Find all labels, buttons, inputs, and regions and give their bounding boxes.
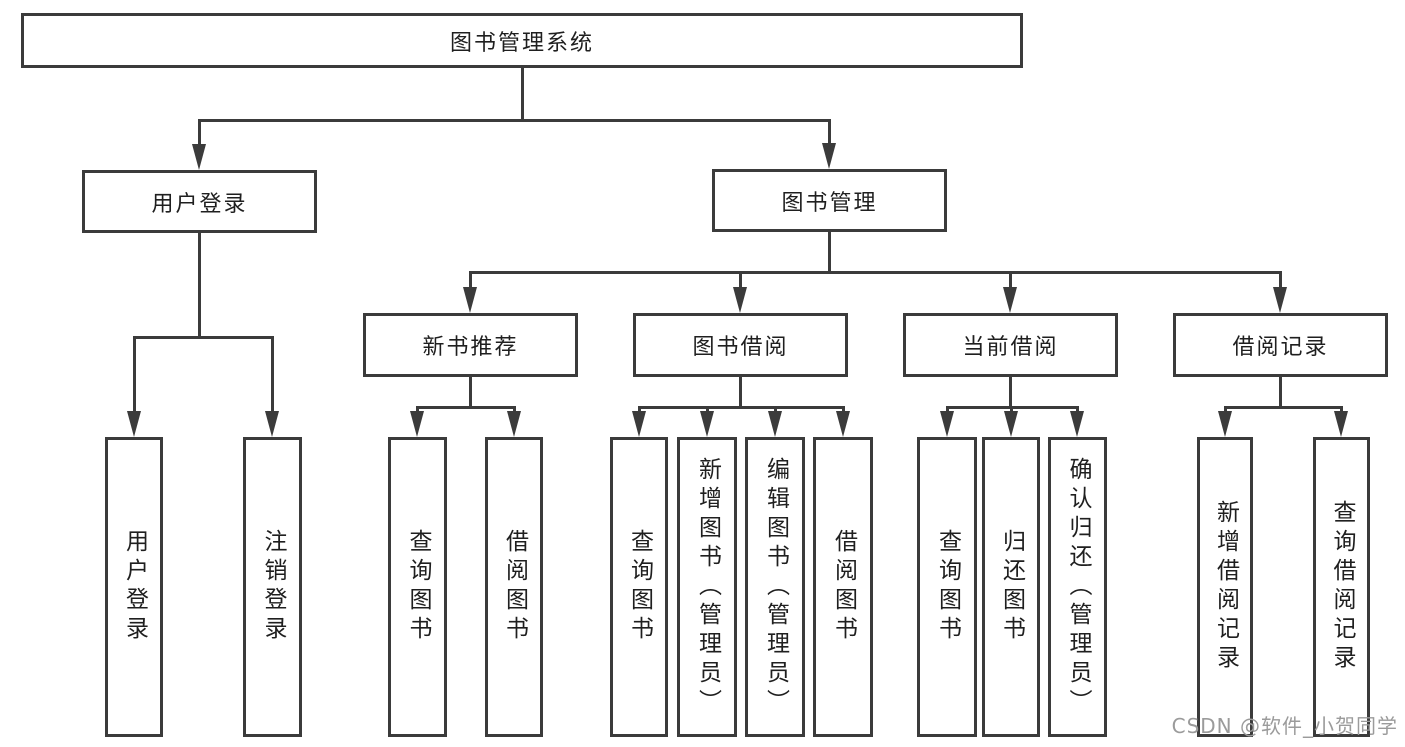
connector-root-hline — [198, 119, 831, 122]
connector-to-borrow-records — [1279, 271, 1282, 287]
node-borrow-records: 借阅记录 — [1173, 313, 1388, 377]
leaf-borrow-book-label: 借阅图书 — [830, 529, 857, 645]
leaf-query-book-current-label: 查询图书 — [934, 529, 961, 645]
arrow-down-icon — [1003, 287, 1017, 313]
connector-user-login-hline — [133, 336, 274, 339]
connector-leaf-stem — [774, 406, 777, 413]
arrow-down-icon — [463, 287, 477, 313]
connector-user-login-stub — [198, 233, 201, 336]
leaf-return-book: 归还图书 — [982, 437, 1040, 737]
connector-to-leaf-logout — [271, 336, 274, 411]
arrow-down-icon — [1004, 411, 1018, 437]
connector-to-book-management — [828, 119, 831, 145]
node-user-login: 用户登录 — [82, 170, 317, 233]
connector-leaf-stem — [946, 406, 949, 413]
arrow-down-icon — [507, 411, 521, 437]
leaf-query-book-borrowing: 查询图书 — [610, 437, 668, 737]
connector-new-book-recommend-stub — [469, 377, 472, 408]
connector-new-book-recommend-hline — [416, 406, 516, 409]
leaf-logout-label: 注销登录 — [260, 529, 286, 645]
arrow-down-icon — [733, 287, 747, 313]
leaf-query-book-recommend: 查询图书 — [388, 437, 447, 737]
arrow-down-icon — [700, 411, 714, 437]
leaf-logout: 注销登录 — [243, 437, 302, 737]
leaf-edit-book-admin: 编辑图书（管理员） — [745, 437, 805, 737]
arrow-down-icon — [410, 411, 424, 437]
connector-leaf-stem — [706, 406, 709, 413]
connector-to-current-borrowing — [1009, 271, 1012, 287]
node-new-book-recommend: 新书推荐 — [363, 313, 578, 377]
csdn-watermark: CSDN @软件_小贺同学 — [1171, 714, 1398, 738]
node-new-book-recommend-label: 新书推荐 — [422, 335, 519, 360]
leaf-add-borrow-record: 新增借阅记录 — [1197, 437, 1253, 737]
arrow-down-icon — [1273, 287, 1287, 313]
arrow-down-icon — [836, 411, 850, 437]
leaf-query-borrow-record-label: 查询借阅记录 — [1329, 500, 1355, 674]
leaf-query-borrow-record: 查询借阅记录 — [1313, 437, 1370, 737]
arrow-down-icon — [192, 144, 206, 170]
connector-leaf-stem — [638, 406, 641, 413]
leaf-return-book-label: 归还图书 — [998, 529, 1025, 645]
leaf-borrow-book-recommend-label: 借阅图书 — [501, 529, 528, 645]
leaf-user-login: 用户登录 — [105, 437, 163, 737]
arrow-down-icon — [822, 143, 836, 169]
leaf-edit-book-admin-label: 编辑图书（管理员） — [762, 456, 789, 718]
connector-leaf-stem — [1224, 406, 1227, 413]
leaf-query-book-borrowing-label: 查询图书 — [626, 529, 653, 645]
connector-leaf-stem — [1340, 406, 1343, 413]
arrow-down-icon — [632, 411, 646, 437]
arrow-down-icon — [1334, 411, 1348, 437]
leaf-confirm-return-admin: 确认归还（管理员） — [1048, 437, 1107, 737]
connector-book-management-stub — [828, 232, 831, 273]
connector-book-management-hline — [469, 271, 1282, 274]
leaf-confirm-return-admin-label: 确认归还（管理员） — [1065, 456, 1091, 718]
leaf-add-borrow-record-label: 新增借阅记录 — [1212, 500, 1239, 674]
node-borrow-records-label: 借阅记录 — [1232, 335, 1329, 360]
arrow-down-icon — [1070, 411, 1084, 437]
leaf-add-book-admin: 新增图书（管理员） — [677, 437, 737, 737]
connector-leaf-stem — [1010, 406, 1013, 413]
leaf-query-book-recommend-label: 查询图书 — [405, 529, 431, 645]
connector-current-borrowing-stub — [1009, 377, 1012, 408]
node-root: 图书管理系统 — [21, 13, 1023, 68]
arrow-down-icon — [127, 411, 141, 437]
connector-book-borrowing-hline — [638, 406, 845, 409]
arrow-down-icon — [1218, 411, 1232, 437]
arrow-down-icon — [265, 411, 279, 437]
connector-leaf-stem — [1076, 406, 1079, 413]
node-current-borrowing-label: 当前借阅 — [962, 335, 1059, 360]
leaf-borrow-book: 借阅图书 — [813, 437, 873, 737]
connector-leaf-stem — [513, 406, 516, 413]
leaf-query-book-current: 查询图书 — [917, 437, 977, 737]
node-current-borrowing: 当前借阅 — [903, 313, 1118, 377]
node-book-borrowing-label: 图书借阅 — [692, 335, 789, 360]
connector-leaf-stem — [416, 406, 419, 413]
connector-to-leaf-user-login — [133, 336, 136, 411]
connector-book-borrowing-stub — [739, 377, 742, 408]
node-book-management: 图书管理 — [712, 169, 947, 232]
leaf-add-book-admin-label: 新增图书（管理员） — [694, 456, 721, 718]
leaf-user-login-label: 用户登录 — [121, 529, 148, 645]
connector-borrow-records-hline — [1224, 406, 1343, 409]
node-book-management-label: 图书管理 — [781, 190, 878, 216]
connector-to-new-book-recommend — [469, 271, 472, 287]
connector-borrow-records-stub — [1279, 377, 1282, 408]
connector-root-stub — [521, 68, 524, 119]
arrow-down-icon — [768, 411, 782, 437]
node-user-login-label: 用户登录 — [151, 191, 248, 217]
connector-to-book-borrowing — [739, 271, 742, 287]
node-book-borrowing: 图书借阅 — [633, 313, 848, 377]
arrow-down-icon — [940, 411, 954, 437]
leaf-borrow-book-recommend: 借阅图书 — [485, 437, 543, 737]
connector-to-user-login — [198, 119, 201, 146]
node-root-label: 图书管理系统 — [449, 30, 594, 56]
connector-leaf-stem — [842, 406, 845, 413]
